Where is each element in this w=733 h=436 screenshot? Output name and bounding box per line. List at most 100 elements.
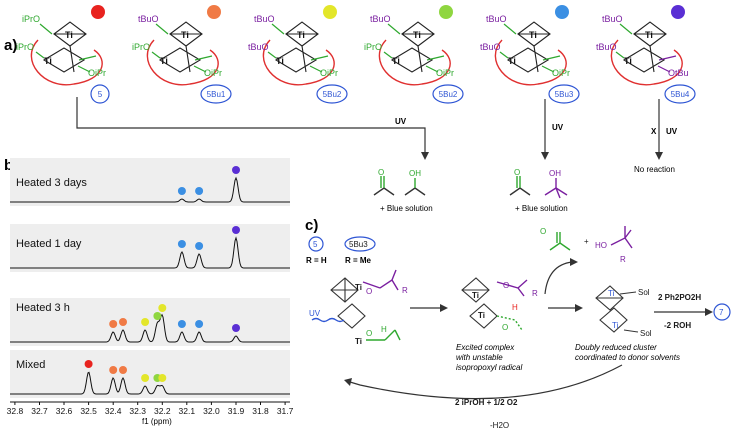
top-left-ligand: tBuO [602, 14, 623, 24]
ti-label: Ti [529, 30, 537, 40]
right-ligand: OiPr [320, 68, 338, 78]
ti-label: Ti [276, 56, 284, 66]
right-ligand: OiPr [204, 68, 222, 78]
ligand-bond [193, 55, 213, 73]
right-ligand: OtBu [668, 68, 689, 78]
trace-2: Heated 1 day [10, 224, 290, 272]
ti-bottom-3: Ti [612, 321, 619, 330]
o-green-2: O [502, 323, 508, 332]
compound-label: 5Bu4 [671, 90, 690, 99]
scheme-c: 5 5Bu3 R = H R = Me Ti Ti O O R H UV Ti … [306, 226, 731, 430]
h-red-2: H [512, 303, 518, 312]
blue-solution-2: + Blue solution [515, 204, 568, 213]
peak-dot [177, 187, 186, 195]
ti-label: Ti [44, 56, 52, 66]
tick-label: 31.8 [252, 406, 269, 416]
uv-wavy [311, 317, 345, 323]
compound-label-circle [90, 84, 110, 104]
r-purple-1: R [402, 286, 408, 295]
ligand-bond [77, 55, 97, 73]
r-me-text: R = Me [345, 256, 372, 265]
peak-dot [119, 318, 127, 326]
color-dot [91, 5, 105, 19]
compound-label: 5Bu1 [207, 90, 226, 99]
compound-label: 5Bu2 [323, 90, 342, 99]
plus-c: + [584, 237, 589, 246]
red-loop [494, 39, 567, 86]
ti-top-3: Ti [608, 289, 615, 298]
trace-background [10, 298, 290, 346]
uv-label-3: UV [666, 127, 678, 136]
color-dot [207, 5, 221, 19]
trace-3: Heated 3 h [10, 298, 290, 346]
ti-core-bottom [622, 45, 666, 73]
oh-label-1: OH [409, 169, 421, 178]
left-ligand: tBuO [480, 42, 501, 52]
arrows-a [76, 97, 660, 152]
label-5bu3-ellipse [344, 236, 376, 252]
red-loop [378, 39, 451, 86]
peak-dot [158, 374, 167, 382]
ti-core-bottom [506, 45, 550, 73]
peak-dot [141, 318, 150, 326]
excited-caption-2: with unstable [456, 353, 503, 362]
ti-core-bottom [274, 45, 318, 73]
peak-dot [141, 374, 150, 382]
o-purple-1: O [366, 287, 372, 296]
excited-caption-3: isopropoxyl radical [456, 363, 522, 372]
h-green-1: H [381, 325, 387, 334]
blue-solution-1: + Blue solution [380, 204, 433, 213]
ligand-bond [541, 55, 561, 73]
peak-dot [232, 166, 240, 174]
tick-label: 32.8 [7, 406, 24, 416]
label-5: 5 [313, 240, 318, 249]
ligand-bond [383, 23, 401, 59]
trace-label: Mixed [16, 359, 45, 371]
ti-top-2: Ti [472, 291, 479, 300]
uv-label-1: UV [395, 117, 407, 126]
oh-label-2: OH [549, 169, 561, 178]
trace-line [10, 236, 290, 269]
ligand-bond [309, 55, 329, 73]
ti-label: Ti [65, 30, 73, 40]
compound-label-ellipse [548, 84, 580, 104]
trace-1: Heated 3 days [10, 158, 290, 206]
uv-label-c: UV [309, 309, 321, 318]
left-ligand: iPrO [132, 42, 150, 52]
uv-arrow-1 [76, 97, 426, 152]
peak-dot [232, 324, 240, 332]
color-dot [323, 5, 337, 19]
trace-background [10, 224, 290, 272]
peak-dot [232, 226, 240, 234]
peak-dot [195, 242, 204, 250]
ligand-bond [151, 23, 169, 59]
arrowhead-3 [655, 152, 663, 160]
peak-dot [177, 320, 186, 328]
trace-label: Heated 3 h [16, 302, 70, 314]
peak-dot [119, 366, 127, 374]
ti-label: Ti [508, 56, 516, 66]
ti-label: Ti [624, 56, 632, 66]
peak-dot [158, 304, 167, 312]
label-5-circle [308, 236, 324, 252]
red-loop [610, 39, 683, 86]
ti-core-bottom [42, 45, 86, 73]
tick-label: 32.3 [129, 406, 146, 416]
reduced-caption-1: Doubly reduced cluster [575, 343, 657, 352]
ti-label: Ti [160, 56, 168, 66]
peak-dot [195, 320, 204, 328]
uv-label-2: UV [552, 123, 564, 132]
compound-label-ellipse [432, 84, 464, 104]
ligand-bond [267, 23, 285, 59]
tick-label: 31.9 [228, 406, 245, 416]
ti-label: Ti [645, 30, 653, 40]
peak-dot [109, 320, 118, 328]
compound-label-ellipse [664, 84, 696, 104]
